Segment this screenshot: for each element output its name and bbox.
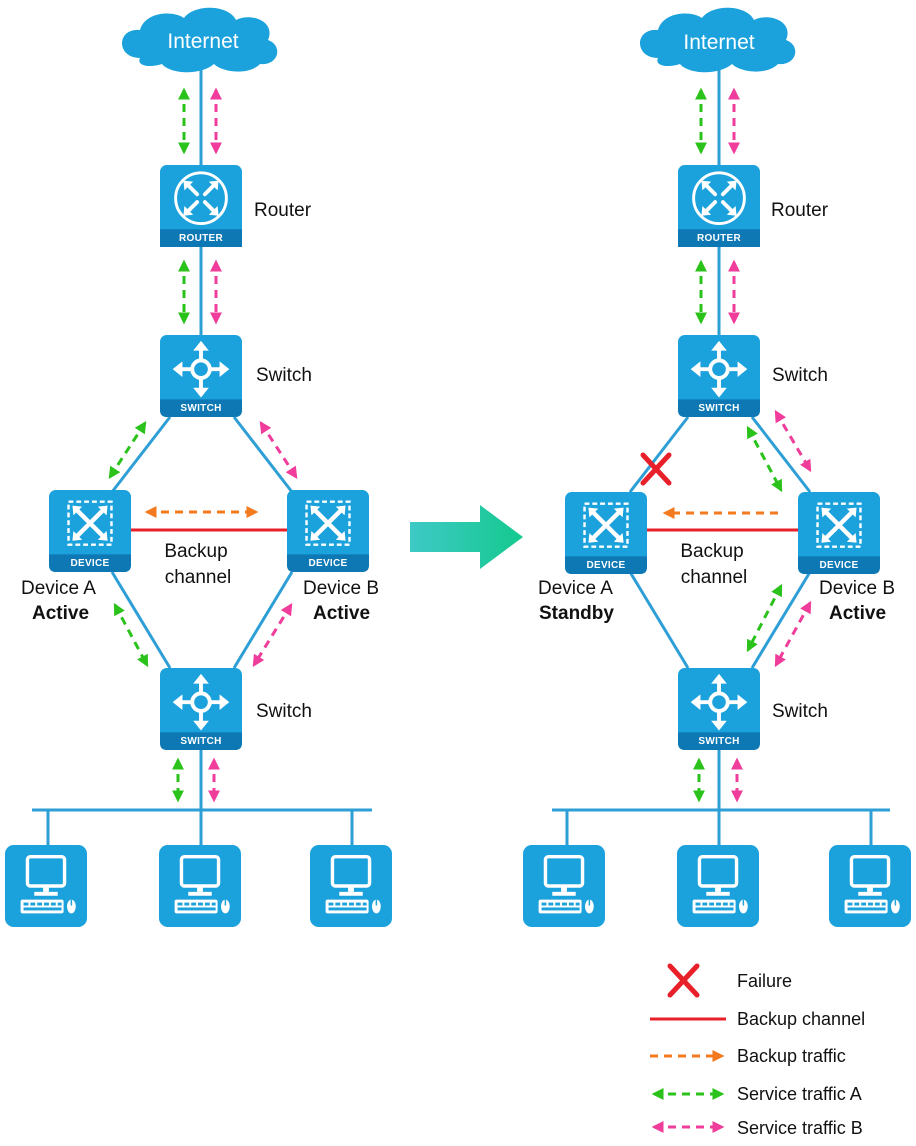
failure-x-icon: [640, 452, 672, 486]
switch-icon: SWITCH: [159, 335, 243, 417]
internet-label: Internet: [167, 30, 238, 53]
service-b-arrow: [252, 602, 293, 668]
right-diagram: Internet ROUTER Router SWITCH Switch DEV…: [523, 7, 911, 927]
device-caption: DEVICE: [308, 558, 347, 569]
backup-channel-label-line1: Backup: [164, 541, 227, 562]
device-b-label: Device B: [303, 578, 379, 599]
router-caption: ROUTER: [179, 233, 223, 244]
router-label: Router: [771, 200, 829, 221]
failure-x-icon: [667, 963, 700, 998]
backup-channel-label-line1: Backup: [680, 541, 743, 562]
computer-icon: [159, 845, 241, 927]
switch-caption: SWITCH: [180, 736, 221, 747]
transition-arrow-icon: [410, 505, 523, 569]
backup-channel-label-line2: channel: [165, 567, 232, 588]
computer-icon: [310, 845, 392, 927]
device-caption: DEVICE: [70, 558, 109, 569]
device-icon: DEVICE: [565, 492, 647, 574]
router-icon: ROUTER: [677, 165, 761, 247]
computer-icon: [5, 845, 87, 927]
legend-backup-traffic: Backup traffic: [737, 1046, 846, 1066]
legend-service-b: Service traffic B: [737, 1118, 863, 1138]
switch-label: Switch: [772, 365, 828, 386]
computer-icon: [829, 845, 911, 927]
left-diagram: Internet ROUTER Router SWITCH Switch DEV…: [5, 7, 392, 927]
switch-caption: SWITCH: [698, 403, 739, 414]
device-b-label: Device B: [819, 578, 895, 599]
router-icon: ROUTER: [159, 165, 243, 247]
device-icon: DEVICE: [287, 490, 369, 572]
device-icon: DEVICE: [49, 490, 131, 572]
legend-service-a: Service traffic A: [737, 1084, 862, 1104]
legend: Failure Backup channel Backup traffic Se…: [650, 963, 865, 1138]
service-a-arrow: [746, 425, 783, 493]
device-a-label: Device A: [21, 578, 96, 599]
device-caption: DEVICE: [586, 560, 625, 571]
cloud-icon: [640, 7, 796, 73]
device-icon: DEVICE: [798, 492, 880, 574]
device-a-label: Device A: [538, 578, 613, 599]
link-switch-device-a: [628, 416, 690, 493]
switch-caption: SWITCH: [180, 403, 221, 414]
service-b-arrow: [774, 409, 812, 473]
service-a-arrow: [746, 583, 783, 653]
backup-channel-label-line2: channel: [681, 567, 748, 588]
device-caption: DEVICE: [819, 560, 858, 571]
legend-failure: Failure: [737, 971, 792, 991]
internet-label: Internet: [683, 31, 754, 54]
device-b-status: Active: [829, 603, 886, 624]
router-label: Router: [254, 200, 312, 221]
switch-caption: SWITCH: [698, 736, 739, 747]
switch-icon: SWITCH: [159, 668, 243, 750]
computer-icon: [677, 845, 759, 927]
switch-label: Switch: [772, 701, 828, 722]
service-b-arrow: [259, 420, 298, 480]
switch-icon: SWITCH: [677, 668, 761, 750]
cloud-icon: [122, 7, 278, 73]
legend-backup-channel: Backup channel: [737, 1009, 865, 1029]
device-a-status: Active: [32, 603, 89, 624]
service-a-arrow: [108, 420, 147, 480]
device-b-status: Active: [313, 603, 370, 624]
device-a-status: Standby: [539, 603, 614, 624]
switch-label: Switch: [256, 701, 312, 722]
service-b-arrow: [774, 600, 812, 668]
router-caption: ROUTER: [697, 233, 741, 244]
service-a-arrow: [113, 602, 149, 668]
computer-icon: [523, 845, 605, 927]
switch-label: Switch: [256, 365, 312, 386]
switch-icon: SWITCH: [677, 335, 761, 417]
link-device-a-switch: [110, 571, 172, 669]
link-device-a-switch: [628, 571, 690, 669]
